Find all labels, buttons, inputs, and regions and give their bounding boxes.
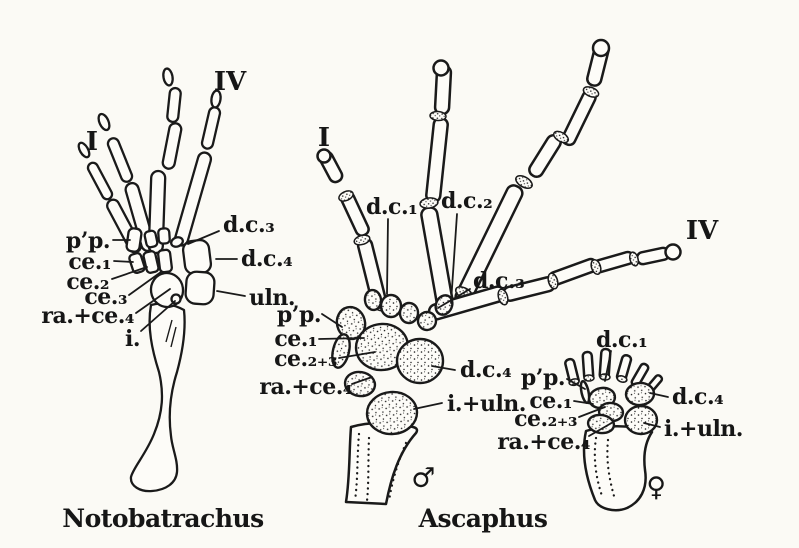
ascaphus-male-leader-lines: [318, 213, 471, 410]
label-prepollex: p’p.: [521, 365, 565, 391]
distal-carpal-4-bone: [395, 337, 445, 385]
intermedium-ulnare-bone: [365, 390, 419, 436]
label-intermedium-ulnare: i.+uln.: [447, 391, 526, 417]
centrale-1-bone: [128, 252, 146, 274]
caption-ascaphus: Ascaphus: [418, 504, 548, 533]
label-centrale-1: ce.₁: [529, 388, 572, 414]
distal-carpal-3-bone: [170, 236, 184, 248]
label-distal-carpal-1: d.c.₁: [366, 194, 417, 220]
label-centrale-3: ce.₃: [84, 284, 127, 310]
label-distal-carpal-1: d.c.₁: [596, 327, 647, 353]
notobatrachus-digit-3: [147, 67, 183, 255]
notobatrachus-radioulna-bone: [129, 302, 186, 493]
label-ulnare: uln.: [249, 285, 295, 311]
ascaphus-female-radioulna-bone: [582, 425, 654, 512]
label-distal-carpal-3: d.c.₃: [223, 212, 274, 238]
female-symbol: ♀: [646, 472, 665, 503]
label-centrale-1: ce.₁: [274, 326, 317, 352]
ascaphus-male-skeleton: I IV d.c.₁ d.c.₂ d.c.₃ p’p. ce.₁ ce.₂₊₃ …: [259, 38, 719, 506]
prepollex-bone: [125, 227, 143, 253]
label-intermedium-ulnare: i.+uln.: [664, 416, 743, 442]
digit-label-4: IV: [686, 216, 719, 246]
notobatrachus-skeleton: I IV p’p. ce.₁ ce.₂ ce.₃ ra.+ce.₄ i. d.c…: [41, 67, 295, 533]
notobatrachus-carpus: [125, 227, 216, 309]
ascaphus-male-radioulna-bone: [344, 421, 419, 506]
label-distal-carpal-4: d.c.₄: [672, 384, 723, 410]
label-distal-carpal-2: d.c.₂: [441, 188, 492, 214]
radiale-centrale-4-bone: [586, 413, 616, 435]
ascaphus-female-skeleton: d.c.₁ p’p. ce.₁ ce.₂₊₃ ra.+ce.₄ d.c.₄ i.…: [497, 327, 743, 512]
label-centrale-1: ce.₁: [68, 249, 111, 275]
label-distal-carpal-4: d.c.₄: [460, 357, 511, 383]
digit-label-1: I: [318, 123, 330, 153]
label-centrale-2-3: ce.₂₊₃: [514, 406, 577, 432]
digit-label-1: I: [86, 127, 98, 157]
bone-hatch-marks: [165, 319, 177, 348]
ascaphus-male-digit-2: [419, 59, 455, 312]
label-radiale-centrale-4: ra.+ce.₄: [497, 429, 590, 455]
ascaphus-female-leader-lines: [566, 350, 669, 437]
label-distal-carpal-3: d.c.₃: [473, 268, 524, 294]
intermedium-ulnare-bone: [623, 404, 659, 436]
centrale-3-bone: [157, 248, 173, 274]
label-radiale-centrale-4: ra.+ce.₄: [41, 303, 134, 329]
distal-carpal-4-bone: [624, 381, 656, 407]
notobatrachus-leader-lines: [111, 230, 246, 332]
caption-notobatrachus: Notobatrachus: [62, 504, 264, 533]
label-radiale-centrale-4: ra.+ce.₄: [259, 374, 352, 400]
label-centrale-2: ce.₂: [66, 269, 109, 295]
ascaphus-male-digit-4: [427, 243, 682, 321]
ulnare-bone: [184, 270, 216, 306]
label-prepollex: p’p.: [66, 228, 110, 254]
ascaphus-male-carpus: [331, 288, 454, 436]
male-symbol: ♂: [411, 463, 435, 494]
digit-label-4: IV: [214, 67, 247, 97]
label-intermedium: i.: [125, 326, 140, 352]
ascaphus-male-digit-1: [316, 148, 393, 312]
label-prepollex: p’p.: [277, 302, 321, 328]
label-distal-carpal-4: d.c.₄: [241, 246, 292, 272]
distal-carpal-4-bone: [181, 238, 213, 276]
label-centrale-2-3: ce.₂₊₃: [274, 346, 337, 372]
notobatrachus-digit-4: [173, 89, 222, 247]
